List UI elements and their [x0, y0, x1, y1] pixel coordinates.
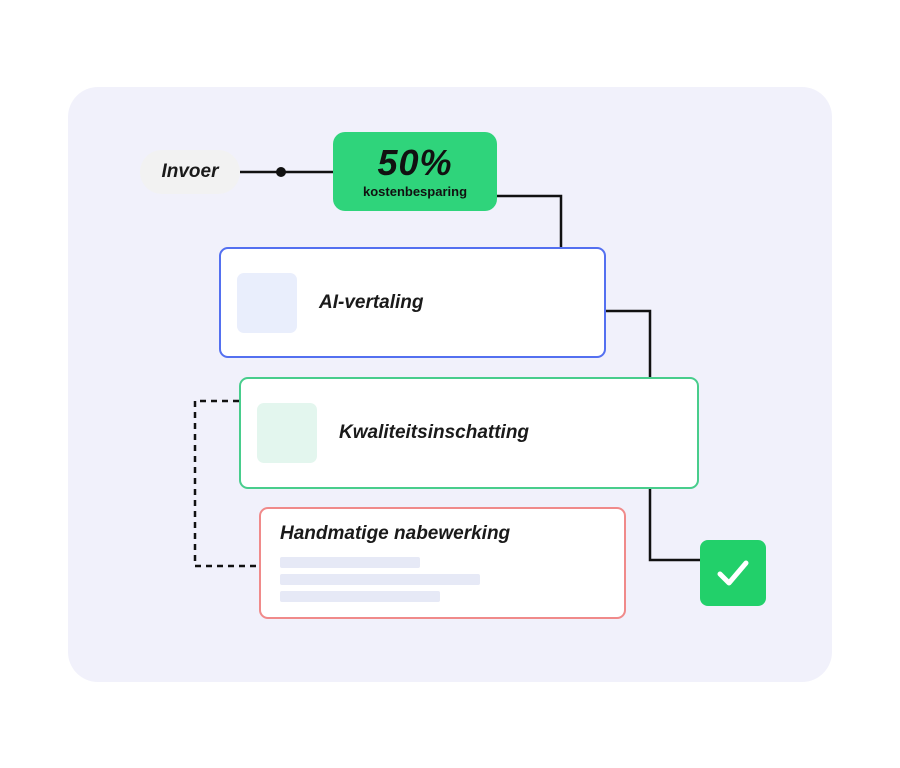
quality-estimation-card: Kwaliteitsinschatting [239, 377, 699, 489]
savings-value: 50% [377, 141, 453, 183]
savings-badge: 50% kostenbesparing [333, 132, 497, 211]
savings-caption: kostenbesparing [362, 183, 468, 199]
checkmark-icon [717, 560, 749, 586]
placeholder-line [280, 591, 440, 602]
post-editing-label: Handmatige nabewerking [280, 523, 511, 544]
post-editing-card: Handmatige nabewerking [259, 507, 626, 619]
quality-estimation-icon [257, 403, 317, 463]
done-badge [700, 540, 766, 606]
ai-translation-icon [237, 272, 297, 333]
input-node: Invoer [140, 150, 240, 194]
placeholder-line [280, 557, 420, 568]
ai-translation-label: AI-vertaling [319, 291, 424, 313]
input-label: Invoer [161, 161, 219, 182]
ai-translation-card: AI-vertaling [219, 247, 606, 358]
placeholder-line [280, 574, 480, 585]
quality-estimation-label: Kwaliteitsinschatting [339, 422, 530, 443]
